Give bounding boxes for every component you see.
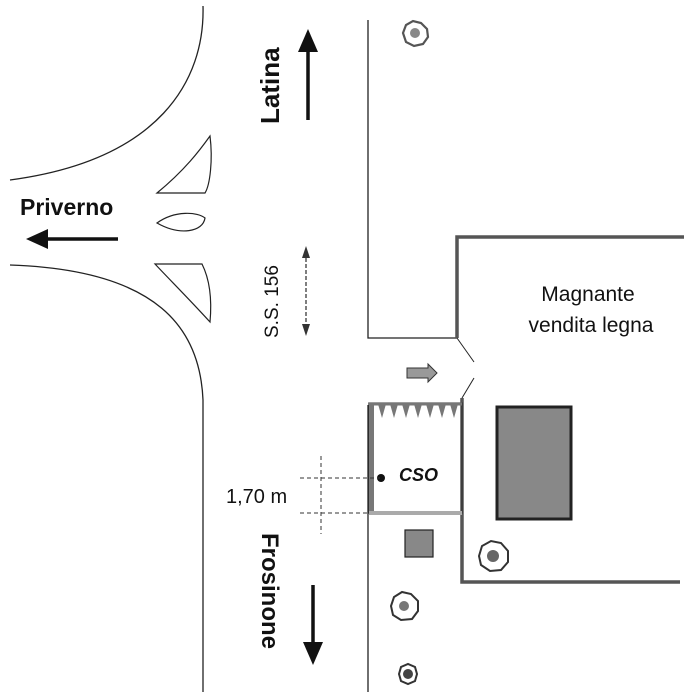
fence-tooth	[378, 404, 386, 418]
frosinone-label: Frosinone	[256, 533, 283, 649]
frosinone-arrow-head	[303, 642, 323, 665]
entrance-line-upper	[456, 337, 475, 363]
latina-label: Latina	[255, 47, 285, 124]
distance-label: 1,70 m	[226, 486, 287, 508]
priverno-arrow	[26, 229, 118, 249]
fence-tooth	[402, 404, 410, 418]
road-edge-east	[367, 20, 457, 339]
fence-tooth	[426, 404, 434, 418]
cso-enclosure	[368, 402, 463, 515]
tree-symbol-icon	[397, 662, 419, 686]
shop-name-line2: vendita legna	[529, 314, 654, 337]
junction-edge-south	[9, 264, 204, 692]
property-boundary-top	[455, 235, 684, 338]
traffic-islands	[153, 134, 212, 324]
traffic-island-north	[155, 134, 212, 194]
latina-arrow	[298, 29, 318, 120]
latina-arrow-head	[298, 29, 318, 52]
road-double-arrow-head-down	[302, 324, 310, 336]
road-double-arrow	[302, 246, 310, 336]
road-label: S.S. 156	[262, 265, 283, 338]
fence-tooth	[450, 404, 458, 418]
dimension-lines	[300, 456, 380, 534]
fence-tooth	[390, 404, 398, 418]
frosinone-arrow	[303, 585, 323, 665]
road-double-arrow-head-up	[302, 246, 310, 258]
shop-name-line1: Magnante	[541, 283, 634, 306]
junction-road-edges	[9, 5, 457, 692]
tree-symbol-icon	[477, 539, 509, 573]
small-square-object	[404, 529, 434, 558]
traffic-island-middle	[155, 212, 206, 232]
station-label: CSO	[399, 465, 438, 485]
property-entrance-lines	[456, 337, 475, 399]
fence-tooth	[438, 404, 446, 418]
junction-edge-north	[9, 5, 204, 181]
traffic-island-south	[153, 263, 212, 324]
fence-teeth	[378, 404, 458, 418]
tree-symbol-icon	[401, 19, 430, 48]
tree-symbol-icon	[389, 590, 419, 622]
priverno-label: Priverno	[20, 194, 113, 220]
building	[495, 405, 573, 521]
direction-arrow-icon	[406, 362, 438, 384]
fence-tooth	[414, 404, 422, 418]
priverno-arrow-head	[26, 229, 48, 249]
enclosure-outline	[368, 402, 463, 514]
entrance-line-lower	[461, 377, 475, 399]
station-point-icon	[377, 474, 385, 482]
